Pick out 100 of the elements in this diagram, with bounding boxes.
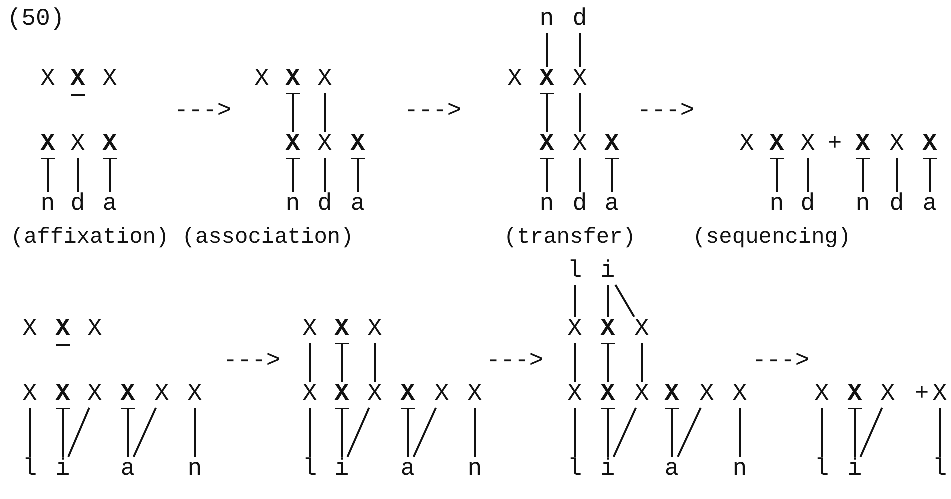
tier-symbol: X: [566, 318, 584, 342]
association-line: [600, 342, 616, 382]
tier-symbol: X: [54, 383, 72, 407]
association-line: [546, 33, 548, 67]
tier-symbol: n: [854, 193, 872, 217]
plus-sign: +: [826, 133, 844, 157]
tier-symbol: n: [186, 458, 204, 482]
tier-symbol: X: [316, 68, 334, 92]
transition-arrow: --->: [485, 350, 545, 374]
tier-symbol: X: [284, 68, 302, 92]
association-line: [579, 93, 581, 132]
tier-symbol: X: [572, 68, 588, 92]
association-line: [194, 408, 196, 457]
tier-symbol: a: [922, 193, 938, 217]
tier-symbol: n: [40, 193, 56, 217]
association-line: [334, 406, 350, 457]
association-line: [860, 408, 884, 458]
tier-symbol: d: [572, 8, 588, 32]
tier-symbol: l: [566, 260, 584, 284]
tier-symbol: X: [120, 383, 136, 407]
tier-symbol: d: [800, 193, 816, 217]
association-line: [400, 406, 416, 457]
association-line: [821, 408, 823, 457]
tier-symbol: l: [814, 458, 830, 482]
process-caption: (affixation): [10, 227, 170, 249]
tier-symbol: X: [70, 68, 86, 92]
tier-symbol: X: [334, 318, 350, 342]
association-line: [324, 158, 326, 192]
tier-symbol: X: [698, 383, 716, 407]
tier-symbol: l: [932, 458, 948, 482]
tier-symbol: X: [366, 383, 384, 407]
association-line: [574, 408, 576, 457]
tier-symbol: X: [880, 383, 896, 407]
association-line: [896, 158, 898, 192]
tier-symbol: X: [854, 133, 872, 157]
association-line: [612, 408, 638, 458]
tier-symbol: a: [400, 458, 416, 482]
association-line: [600, 406, 616, 457]
tier-symbol: d: [70, 193, 86, 217]
tier-symbol: X: [102, 68, 118, 92]
association-line: [350, 156, 366, 192]
association-line: [846, 406, 864, 457]
association-line: [604, 156, 620, 192]
transition-arrow: --->: [636, 100, 696, 124]
association-line: [474, 408, 476, 457]
tier-symbol: X: [350, 133, 366, 157]
tier-symbol: X: [600, 318, 616, 342]
association-line: [739, 408, 741, 457]
tier-symbol: n: [538, 193, 556, 217]
association-line: [40, 156, 56, 192]
tier-symbol: X: [316, 133, 334, 157]
association-line: [54, 406, 72, 457]
tier-symbol: n: [538, 8, 556, 32]
association-line: [284, 92, 302, 132]
association-line: [120, 406, 136, 457]
tier-symbol: X: [334, 383, 350, 407]
tier-symbol: n: [466, 458, 484, 482]
association-line: [132, 408, 158, 458]
tier-symbol: X: [600, 383, 616, 407]
tier-symbol: X: [634, 318, 650, 342]
association-line: [607, 285, 609, 317]
association-line: [677, 408, 702, 458]
association-line: [574, 285, 576, 317]
tier-symbol: l: [302, 458, 318, 482]
tier-symbol: i: [54, 458, 72, 482]
tier-symbol: d: [888, 193, 906, 217]
example-number: (50): [6, 8, 66, 32]
association-line: [324, 93, 326, 132]
tier-symbol: X: [922, 133, 938, 157]
tier-symbol: X: [572, 133, 588, 157]
association-line: [768, 156, 786, 192]
process-caption: (association): [181, 227, 355, 249]
tier-symbol: X: [22, 318, 38, 342]
tier-symbol: a: [664, 458, 680, 482]
transition-arrow: --->: [751, 350, 811, 374]
tier-symbol: X: [302, 318, 318, 342]
tier-symbol: X: [434, 383, 450, 407]
transition-arrow: --->: [403, 100, 463, 124]
transition-arrow: --->: [222, 350, 282, 374]
tier-symbol: X: [102, 133, 118, 157]
tier-symbol: X: [186, 383, 204, 407]
association-line: [922, 156, 938, 192]
tier-symbol: i: [600, 260, 616, 284]
transition-arrow: --->: [173, 100, 233, 124]
association-line: [102, 156, 118, 192]
tier-symbol: X: [846, 383, 864, 407]
association-line: [538, 156, 556, 192]
tier-symbol: X: [566, 383, 584, 407]
tier-symbol: d: [572, 193, 588, 217]
tier-symbol: X: [40, 68, 56, 92]
tier-symbol: X: [154, 383, 170, 407]
tier-symbol: a: [604, 193, 620, 217]
tier-symbol: X: [634, 383, 650, 407]
tier-symbol: X: [70, 133, 86, 157]
association-line: [579, 158, 581, 192]
association-line: [939, 408, 941, 457]
tier-symbol: X: [466, 383, 484, 407]
tier-symbol: X: [254, 68, 270, 92]
association-line: [68, 408, 90, 458]
tier-symbol: X: [284, 133, 302, 157]
